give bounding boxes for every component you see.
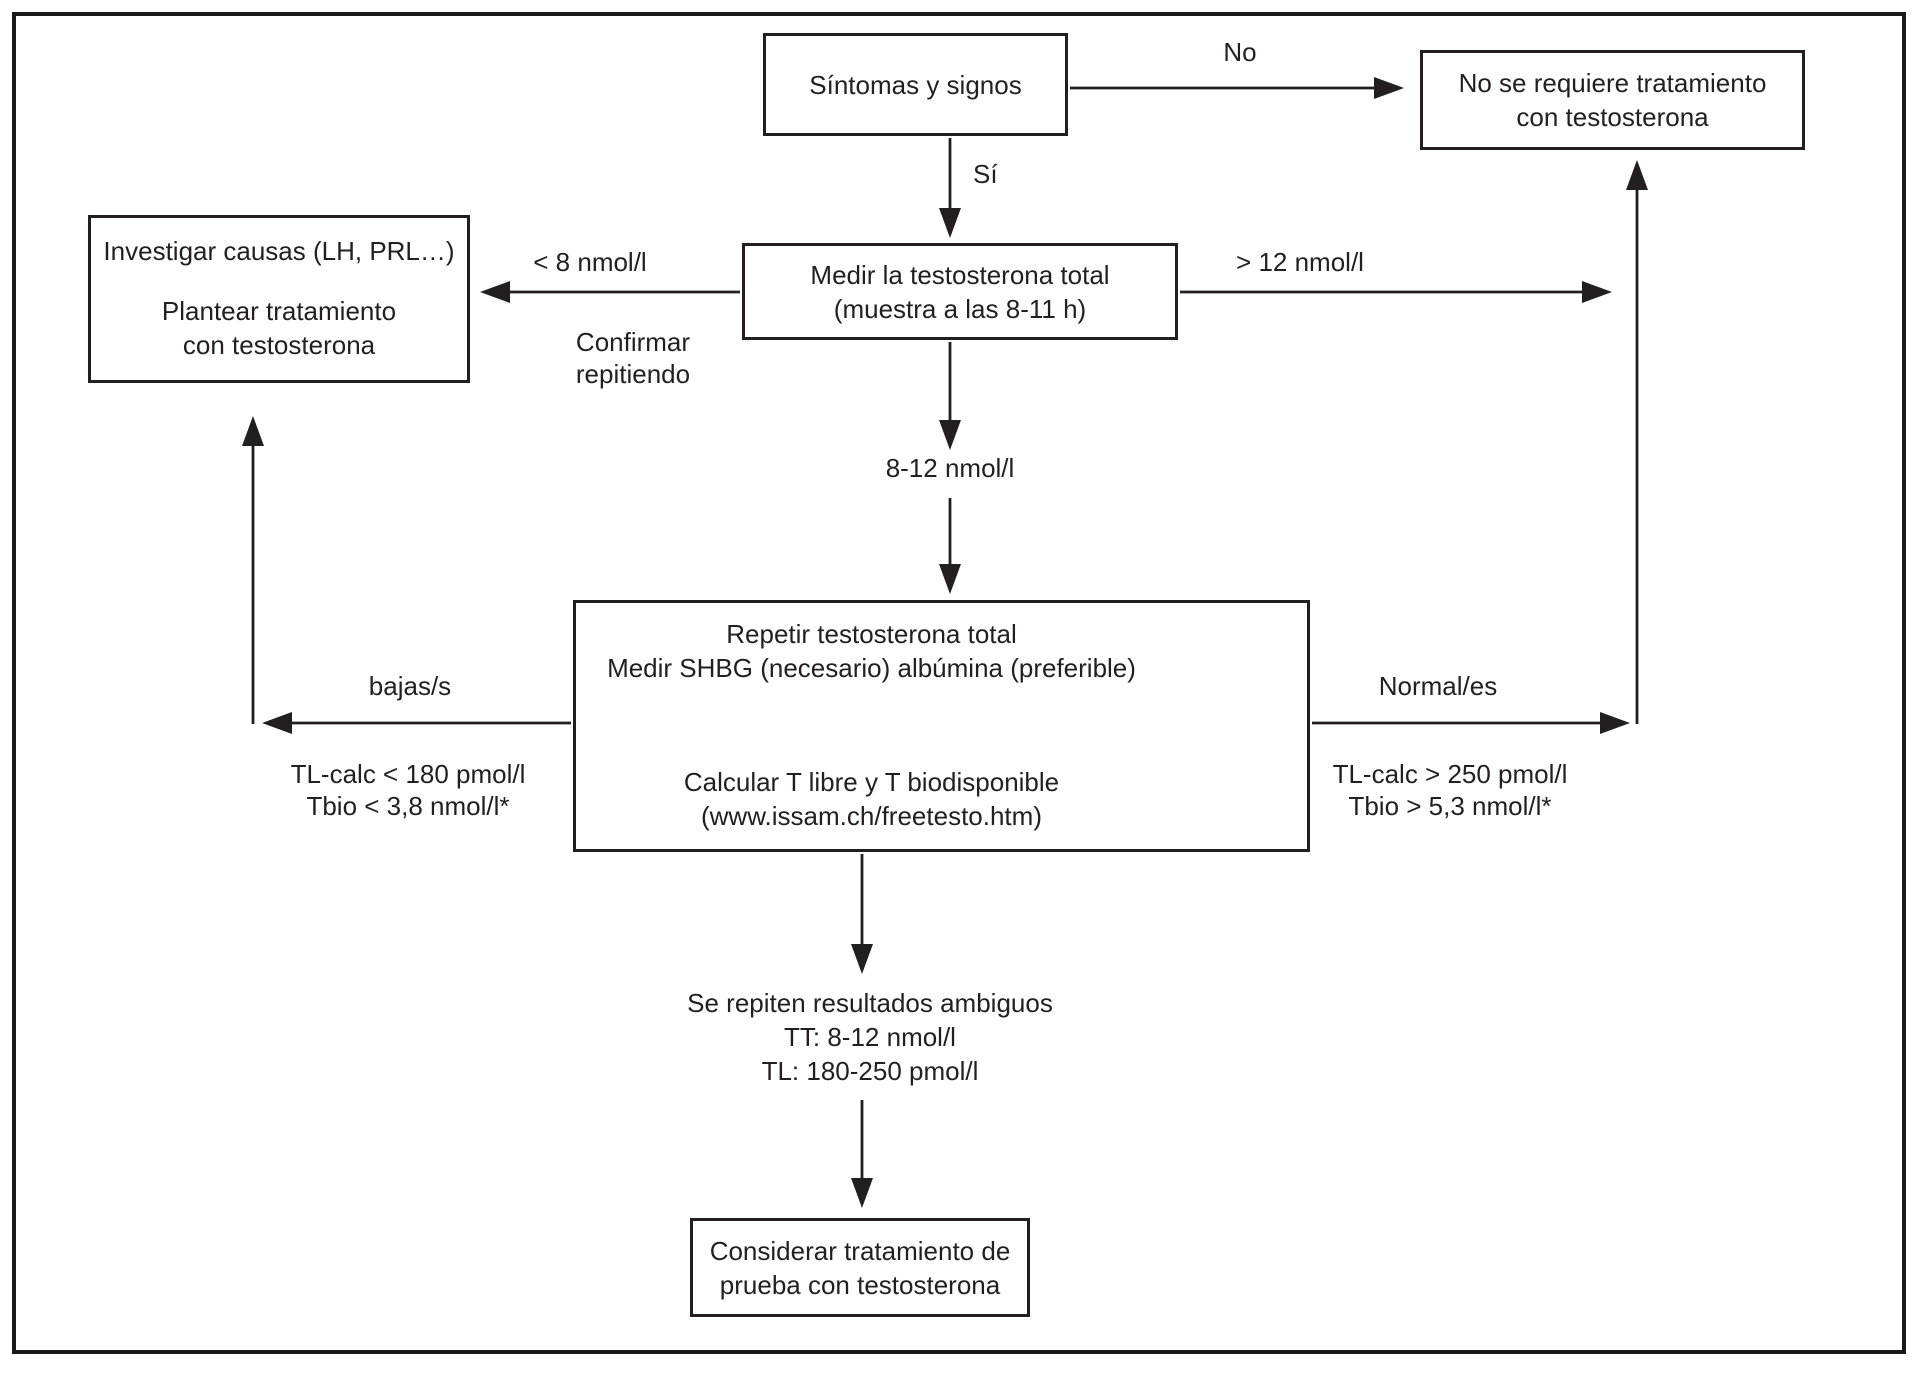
edge-label-normal-criteria-line1: TL-calc > 250 pmol/l: [1332, 759, 1568, 789]
node-repeat-measure-line3: Calcular T libre y T biodisponible: [683, 767, 1060, 797]
node-ambiguous-results-line1: Se repiten resultados ambiguos: [687, 988, 1053, 1018]
node-symptoms-label: Síntomas y signos: [809, 69, 1022, 100]
outer-border: [12, 12, 1906, 1354]
node-ambiguous-results-line3: TL: 180-250 pmol/l: [761, 1056, 979, 1086]
node-investigate-line2: Plantear tratamiento: [161, 296, 397, 326]
edge-label-low-criteria-line2: Tbio < 3,8 nmol/l*: [306, 791, 510, 821]
edge-label-confirm: Confirmar repitiendo: [508, 326, 758, 390]
edge-label-below-8: < 8 nmol/l: [465, 246, 715, 278]
edge-label-low: bajas/s: [285, 670, 535, 702]
node-trial-treatment-line2: prueba con testosterona: [719, 1269, 1001, 1300]
edge-label-no: No: [1140, 36, 1340, 68]
node-investigate-gap: [91, 268, 467, 294]
node-measure-total: Medir la testosterona total (muestra a l…: [742, 243, 1178, 340]
node-repeat-measure: Repetir testosterona total Medir SHBG (n…: [573, 600, 1310, 852]
node-investigate-line1: Investigar causas (LH, PRL…): [103, 236, 455, 266]
node-trial-treatment-line1: Considerar tratamiento de: [709, 1235, 1011, 1266]
node-no-treatment-line1: No se requiere tratamiento: [1458, 68, 1767, 98]
edge-label-normal-criteria-line2: Tbio > 5,3 nmol/l*: [1348, 791, 1552, 821]
edge-label-yes-text: Sí: [973, 159, 998, 189]
edge-label-yes: Sí: [973, 158, 1093, 190]
node-repeat-measure-arrow-space: [586, 685, 1157, 765]
node-measure-total-line2: (muestra a las 8-11 h): [833, 293, 1087, 324]
edge-label-normal-criteria: TL-calc > 250 pmol/l Tbio > 5,3 nmol/l*: [1275, 758, 1625, 822]
edge-label-below-8-text: < 8 nmol/l: [533, 247, 647, 277]
node-investigate-line3: con testosterona: [182, 330, 376, 360]
edge-label-between-8-12: 8-12 nmol/l: [825, 452, 1075, 484]
node-repeat-measure-line4: (www.issam.ch/freetesto.htm): [701, 801, 1042, 831]
edge-label-normal: Normal/es: [1313, 670, 1563, 702]
node-measure-total-line1: Medir la testosterona total: [810, 259, 1110, 290]
edge-label-low-criteria: TL-calc < 180 pmol/l Tbio < 3,8 nmol/l*: [233, 758, 583, 822]
edge-label-confirm-line2: repitiendo: [575, 359, 691, 389]
edge-label-no-text: No: [1223, 37, 1257, 67]
node-symptoms: Síntomas y signos: [763, 33, 1068, 136]
edge-label-confirm-line1: Confirmar: [575, 327, 691, 357]
node-repeat-measure-line2: Medir SHBG (necesario) albúmina (preferi…: [607, 653, 1136, 683]
node-no-treatment: No se requiere tratamiento con testoster…: [1420, 50, 1805, 150]
node-no-treatment-line2: con testosterona: [1516, 102, 1709, 132]
node-repeat-measure-line1: Repetir testosterona total: [726, 619, 1017, 649]
node-ambiguous-results-line2: TT: 8-12 nmol/l: [784, 1022, 956, 1052]
node-investigate: Investigar causas (LH, PRL…) Plantear tr…: [88, 215, 470, 383]
edge-label-normal-text: Normal/es: [1378, 671, 1498, 701]
edge-label-above-12: > 12 nmol/l: [1175, 246, 1425, 278]
node-trial-treatment: Considerar tratamiento de prueba con tes…: [690, 1218, 1030, 1317]
edge-label-above-12-text: > 12 nmol/l: [1236, 247, 1364, 277]
edge-label-low-text: bajas/s: [368, 671, 452, 701]
edge-label-between-8-12-text: 8-12 nmol/l: [885, 453, 1015, 483]
node-ambiguous-results: Se repiten resultados ambiguos TT: 8-12 …: [660, 986, 1080, 1088]
edge-label-low-criteria-line1: TL-calc < 180 pmol/l: [290, 759, 526, 789]
